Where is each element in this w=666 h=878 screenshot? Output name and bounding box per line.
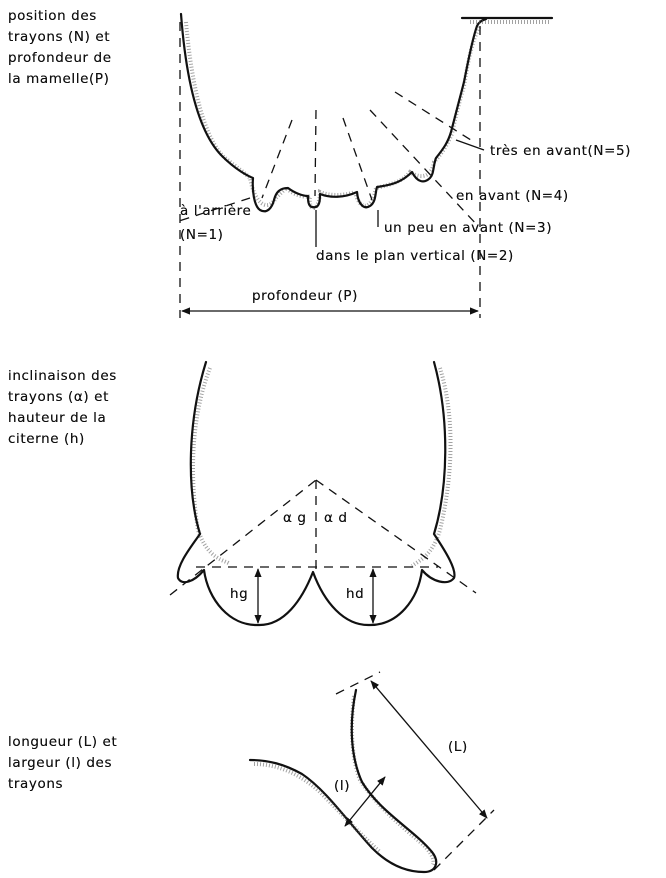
label-length: (L) — [448, 739, 468, 755]
caption-line: citerne (h) — [8, 430, 85, 447]
label-n1-position: à l'arrière — [180, 203, 252, 219]
width-arrow — [344, 776, 386, 827]
axis-teat-1 — [261, 119, 293, 199]
pointer-n1 — [175, 197, 251, 223]
label-height-left: hg — [230, 586, 249, 602]
caption-teat-size: longueur (L) et largeur (l) des trayons — [8, 732, 117, 795]
udder-side-view — [175, 12, 554, 318]
label-n2: dans le plan vertical (N=2) — [316, 248, 514, 264]
label-height-right: hd — [346, 586, 365, 602]
length-ref-bottom — [433, 809, 495, 871]
incl-line-right — [315, 479, 477, 594]
udder-rear-view — [169, 360, 477, 627]
axis-teat-2 — [314, 109, 317, 197]
caption-line: largeur (l) des — [8, 754, 113, 771]
caption-teat-position: position des trayons (N) et profondeur d… — [8, 6, 112, 90]
length-ref-top — [335, 671, 381, 695]
udder-rear-outline — [176, 360, 456, 627]
teat-view — [248, 671, 495, 874]
axis-teat-3 — [342, 117, 373, 201]
label-n1-value: (N=1) — [180, 227, 224, 243]
caption-line: trayons (N) et — [8, 28, 111, 45]
label-alpha-right: α d — [324, 510, 348, 526]
length-arrow — [370, 680, 488, 819]
label-n5: très en avant(N=5) — [490, 143, 632, 159]
label-alpha-left: α g — [283, 510, 307, 526]
label-n4: en avant (N=4) — [456, 188, 569, 204]
caption-line: trayons — [8, 775, 64, 792]
label-n3: un peu en avant (N=3) — [384, 220, 553, 236]
caption-line: position des — [8, 8, 97, 24]
caption-line: profondeur de — [8, 49, 112, 66]
caption-line: hauteur de la — [8, 409, 107, 426]
caption-line: la mamelle(P) — [8, 70, 110, 87]
axis-teat-4 — [369, 109, 479, 227]
label-depth: profondeur (P) — [252, 288, 358, 304]
udder-outline — [179, 12, 488, 213]
caption-teat-inclination: inclinaison des trayons (α) et hauteur d… — [8, 366, 117, 450]
caption-line: trayons (α) et — [8, 388, 109, 405]
label-width: (l) — [334, 778, 351, 794]
pointer-n5 — [455, 139, 485, 151]
caption-line: longueur (L) et — [8, 734, 118, 750]
caption-line: inclinaison des — [8, 368, 117, 384]
